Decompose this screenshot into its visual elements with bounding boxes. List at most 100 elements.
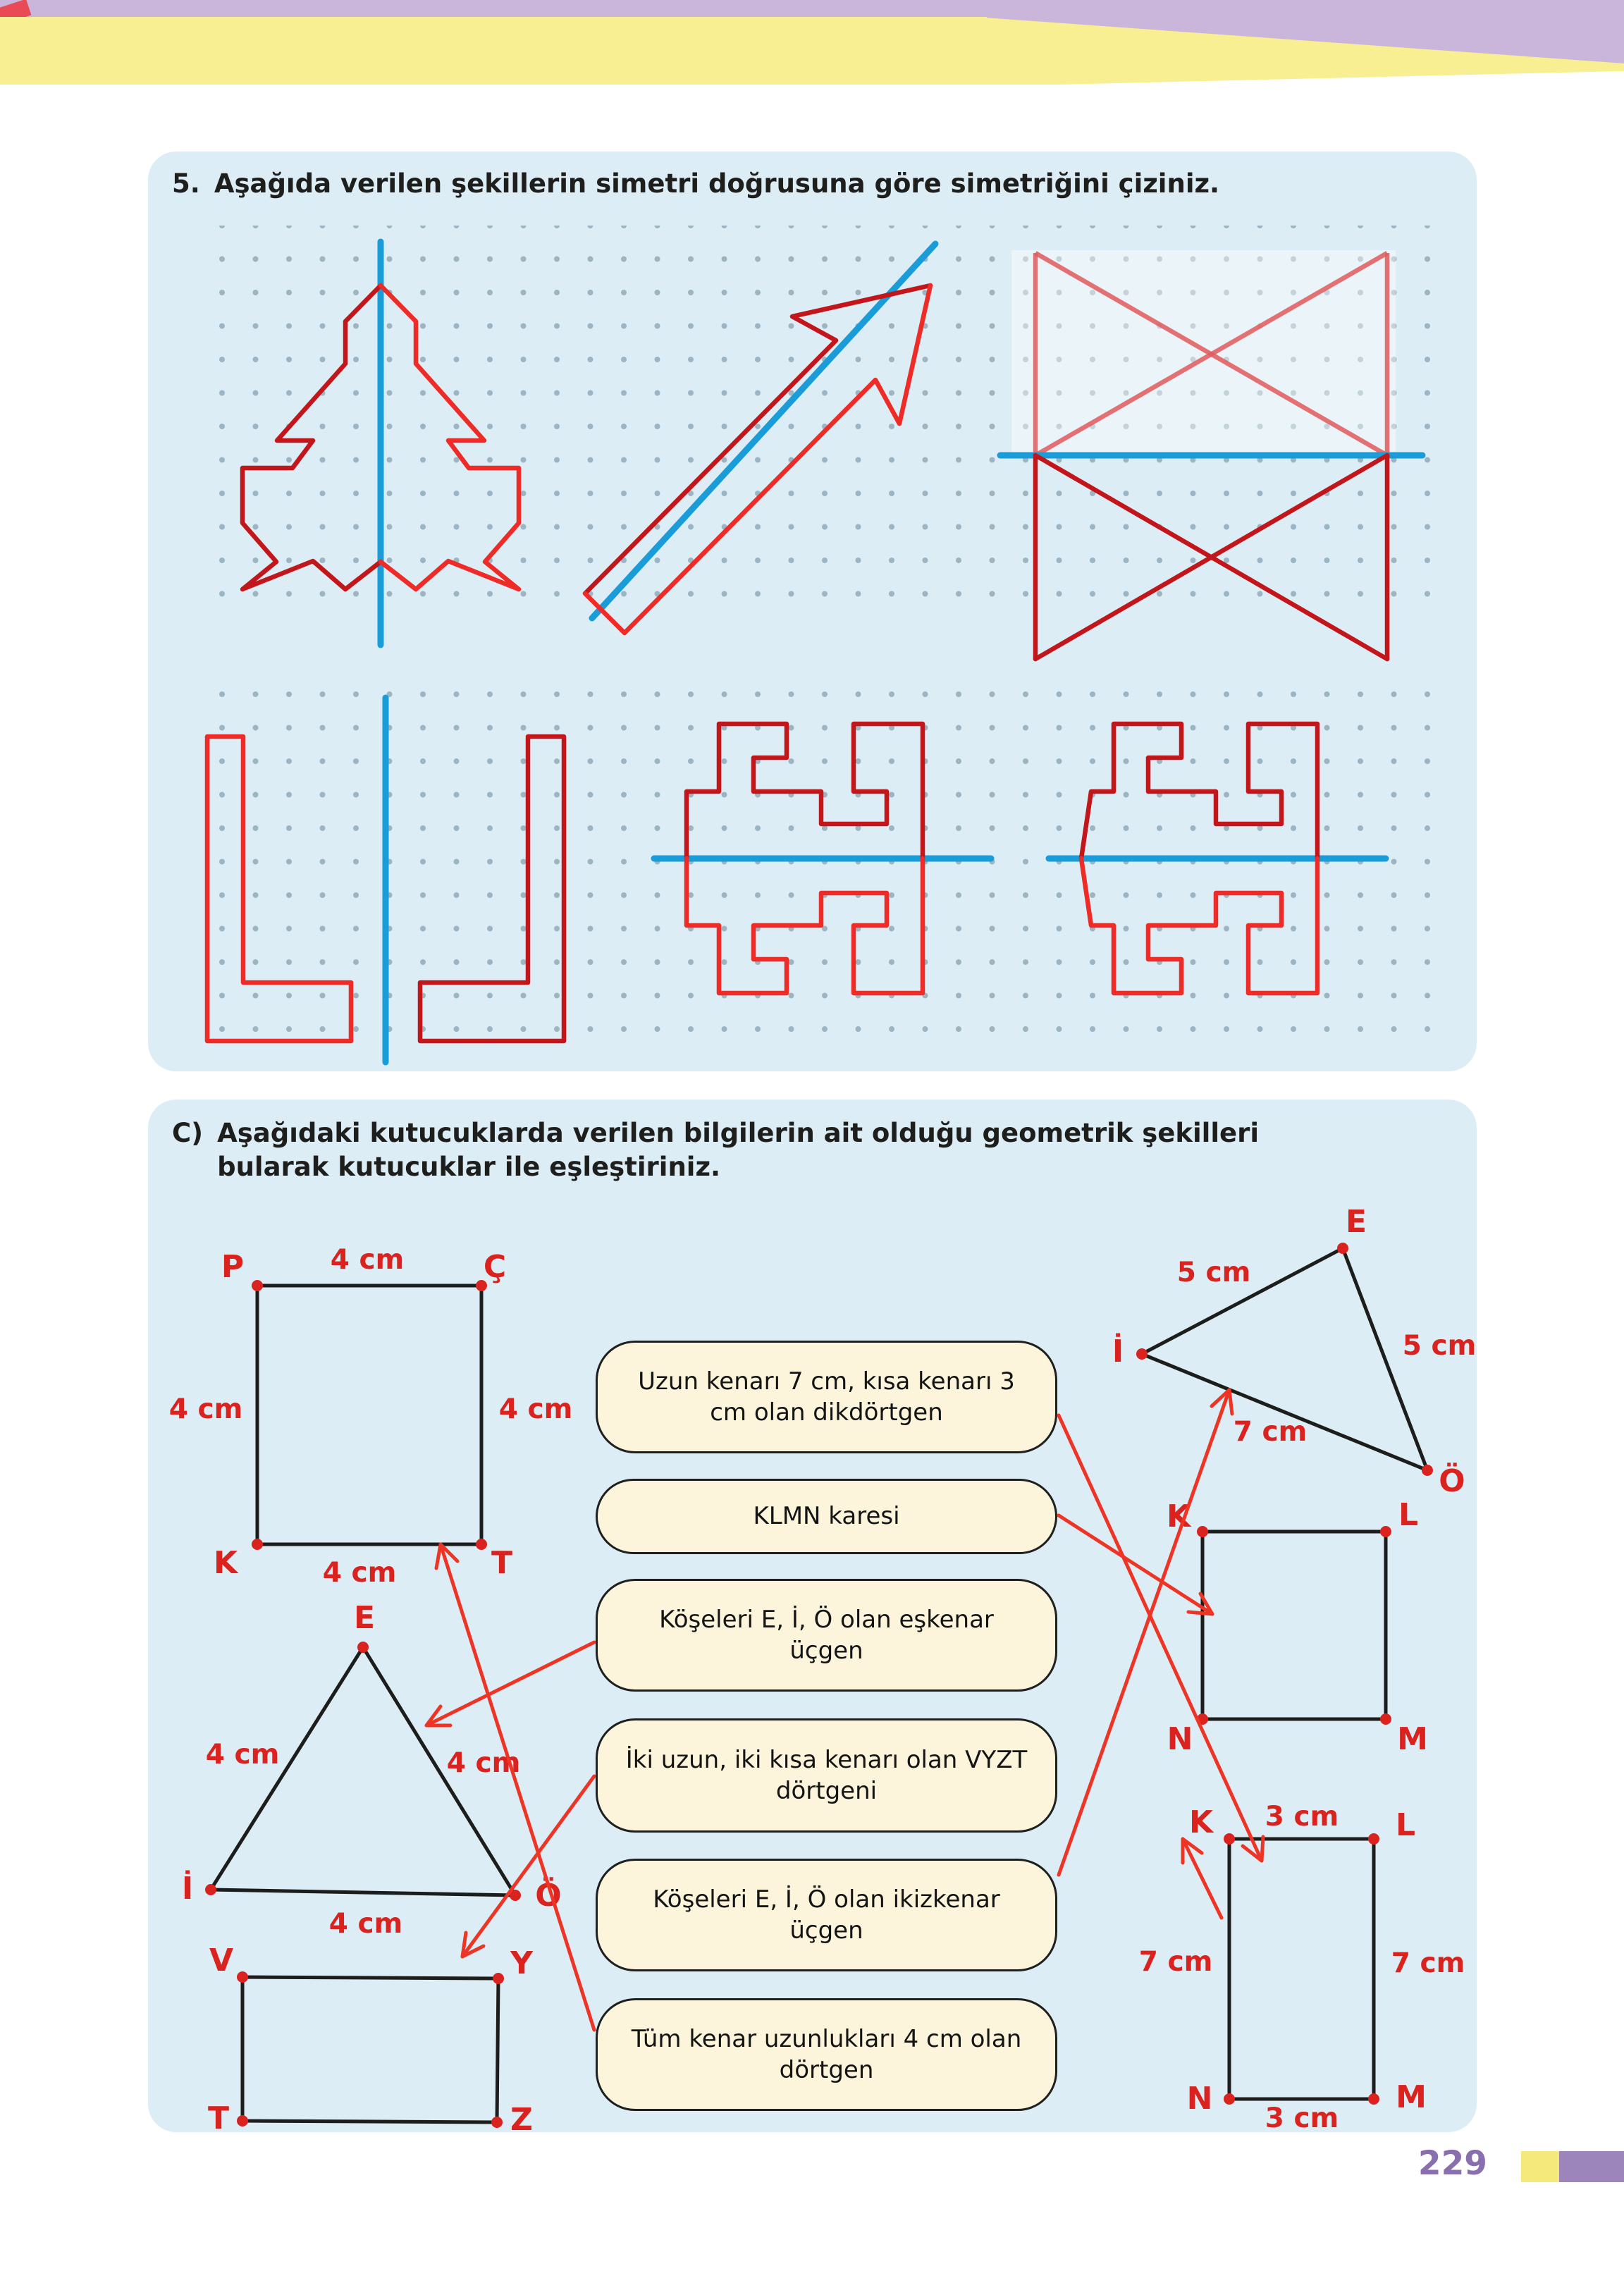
vertex-label-L2: L <box>1398 1497 1418 1533</box>
vertex-label-O-iso: Ö <box>1439 1462 1465 1499</box>
answer-line-box1-rectKLMN <box>1057 1413 1264 1863</box>
footer-yellow-square <box>1521 2151 1559 2182</box>
vertex-label-N2: N <box>1167 1721 1193 1757</box>
sectionC-panel: C) Aşağıdaki kutucuklarda verilen bilgil… <box>148 1100 1477 2132</box>
jet-left-half <box>240 283 383 592</box>
vertex-dot-Z <box>491 2117 503 2128</box>
vertex-label-E-eq: E <box>354 1600 375 1636</box>
vertex-label-L3: L <box>1396 1807 1415 1843</box>
arrowhead-1 <box>1241 1835 1265 1863</box>
vertex-dot-E-eq <box>357 1642 369 1653</box>
match-box-4cm-quad: Tüm kenar uzunlukları 4 cm olan dörtgen <box>596 1998 1057 2111</box>
figure-L-symmetry <box>204 694 567 1066</box>
sectionC-prompt: Aşağıdaki kutucuklarda verilen bilgileri… <box>217 1118 1260 1183</box>
L-shape-mirror-right <box>417 734 567 1044</box>
match-box-rectangle-7x3: Uzun kenarı 7 cm, kısa kenarı 3 cm olan … <box>596 1341 1057 1453</box>
vertex-dot-C <box>476 1280 487 1291</box>
arrow-lower-half <box>582 283 933 636</box>
vertex-label-N3: N <box>1187 2081 1213 2117</box>
side-label-right: 4 cm <box>499 1393 572 1425</box>
vertex-label-T2: T <box>208 2100 229 2132</box>
vertex-dot-I-iso <box>1136 1348 1148 1360</box>
vertex-dot-N3 <box>1224 2093 1235 2105</box>
figure-hourglass-symmetry <box>997 250 1426 662</box>
vertex-dot-N2 <box>1197 1713 1208 1725</box>
short-arrow-rectKLMN-K <box>1181 1837 1224 1920</box>
hourglass-top-diag2 <box>1034 251 1389 457</box>
triangle-iso-outline <box>1140 1246 1429 1472</box>
jet-right-half <box>378 283 522 592</box>
match-box-6-text: Tüm kenar uzunlukları 4 cm olan dörtgen <box>631 2024 1022 2084</box>
vertex-label-I-eq: İ <box>182 1869 193 1907</box>
sectionC-label: C) <box>172 1118 204 1148</box>
square-PCKT: P Ç K T 4 cm 4 cm 4 cm 4 cm <box>169 1244 572 1589</box>
vertex-label-I-iso: İ <box>1112 1332 1124 1369</box>
vertex-label-K3: K <box>1189 1804 1214 1840</box>
vertex-dot-K3 <box>1224 1833 1235 1845</box>
sectionC-heading: C) Aşağıdaki kutucuklarda verilen bilgil… <box>172 1116 1370 1184</box>
rect-KLMN-outline <box>1227 1837 1376 2101</box>
arrowhead-7 <box>1181 1837 1204 1865</box>
side-label-EO: 5 cm <box>1403 1330 1476 1362</box>
stair1-top <box>684 721 925 861</box>
vertex-label-P: P <box>221 1249 244 1285</box>
rect-side-left: 7 cm <box>1139 1946 1212 1978</box>
vertex-dot-E-iso <box>1337 1243 1348 1254</box>
question5-heading: 5. Aşağıda verilen şekillerin simetri do… <box>172 167 1441 201</box>
arrowhead-2 <box>1186 1592 1214 1616</box>
triangle-EIO-isosceles: E İ Ö 5 cm 5 cm 7 cm <box>1112 1204 1476 1499</box>
arrow-upper-half <box>582 283 933 596</box>
vertex-dot-L2 <box>1380 1526 1391 1537</box>
hourglass-top-diag1 <box>1034 251 1389 457</box>
vertex-dot-M2 <box>1380 1713 1391 1725</box>
match-box-equilateral-triangle: Köşeleri E, İ, Ö olan eşkenar üçgen <box>596 1579 1057 1692</box>
symmetry-figures <box>201 226 1445 1066</box>
vertex-dot-P <box>252 1280 263 1291</box>
vertex-dot-O-iso <box>1422 1465 1433 1476</box>
side-label-left: 4 cm <box>169 1393 242 1425</box>
eq-side-right: 4 cm <box>447 1747 520 1779</box>
arrowhead-3 <box>424 1704 453 1728</box>
hourglass-bottom-diag2 <box>1033 453 1390 662</box>
eq-side-left: 4 cm <box>206 1739 279 1771</box>
vertex-label-M2: M <box>1397 1721 1428 1757</box>
symmetry-line-diagonal <box>589 240 939 622</box>
question5-panel: 5. Aşağıda verilen şekillerin simetri do… <box>148 152 1477 1071</box>
vertex-dot-K <box>252 1539 263 1550</box>
rect-VYZT-outline <box>240 1975 500 2124</box>
answer-line-box6-squarePCKT <box>438 1542 596 2032</box>
side-label-top: 4 cm <box>331 1244 404 1276</box>
vertex-label-T: T <box>491 1545 512 1581</box>
vertex-dot-K2 <box>1197 1526 1208 1537</box>
vertex-dot-T <box>476 1539 487 1550</box>
side-label-IE: 5 cm <box>1177 1257 1250 1288</box>
dot-grid-top <box>201 226 1445 610</box>
vertex-dot-V <box>237 1971 248 1983</box>
figure-arrow-symmetry <box>582 240 939 636</box>
dot-grid-bottom <box>201 670 1445 1054</box>
footer-purple-rect <box>1559 2151 1624 2182</box>
figure-jet-symmetry <box>240 238 522 648</box>
vertex-label-C: Ç <box>484 1249 506 1285</box>
question5-number: 5. <box>172 168 200 199</box>
vertex-dot-I-eq <box>205 1884 216 1895</box>
answer-line-box3-triEq <box>424 1640 596 1728</box>
vertex-label-O-eq: Ö <box>535 1876 561 1914</box>
question5-prompt: Aşağıda verilen şekillerin simetri doğru… <box>214 168 1220 199</box>
square-PCKT-outline <box>255 1283 484 1546</box>
arrowhead-5 <box>1210 1388 1234 1416</box>
stair1-bottom <box>684 856 925 996</box>
triangle-EIO-equilateral: E İ Ö 4 cm 4 cm 4 cm <box>182 1600 562 1940</box>
match-box-1-text: Uzun kenarı 7 cm, kısa kenarı 3 cm olan … <box>638 1367 1015 1427</box>
stair2-top <box>1078 721 1320 861</box>
L-shape-left <box>204 734 354 1044</box>
match-box-2-text: KLMN karesi <box>753 1502 900 1531</box>
hourglass-bottom-diag1 <box>1033 453 1390 662</box>
answer-line-box2-squareKLMN <box>1057 1513 1214 1616</box>
vertex-label-V: V <box>209 1943 233 1978</box>
rect-side-bottom: 3 cm <box>1265 2103 1339 2132</box>
page-number: 229 <box>1417 2144 1487 2183</box>
vertex-label-K2: K <box>1167 1498 1192 1534</box>
vertex-label-Y: Y <box>510 1945 534 1981</box>
